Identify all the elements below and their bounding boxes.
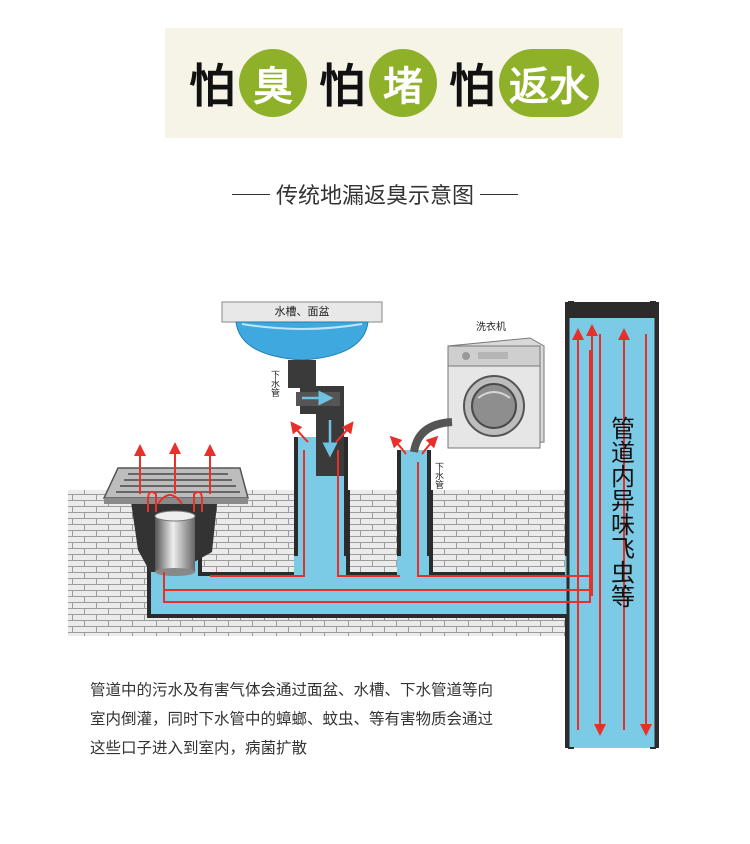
description-line: 管道中的污水及有害气体会通过面盆、水槽、下水管道等向 — [90, 681, 494, 699]
slogan-highlight-smell: 臭 — [239, 49, 307, 117]
slogan-highlight-clog: 堵 — [369, 49, 437, 117]
odor-arrows-washer-pipe — [389, 435, 439, 455]
description-line: 室内倒灌，同时下水管中的蟑螂、蚊虫、等有害物质会通过 — [90, 710, 494, 728]
slogan-prefix: 怕 — [319, 59, 365, 113]
main-riser-arrows — [572, 328, 652, 736]
diagram-subtitle: 传统地漏返臭示意图 — [0, 178, 750, 210]
drain-pipe-label-left: 下水管 — [270, 370, 280, 397]
slogan: 怕 臭 怕 堵 怕 返水 — [165, 28, 623, 138]
washing-machine — [447, 337, 545, 449]
subtitle-text: 传统地漏返臭示意图 — [275, 184, 474, 209]
description-line: 这些口子进入到室内，病菌扩散 — [90, 739, 308, 757]
washer-label: 洗衣机 — [476, 320, 506, 333]
sink-label: 水槽、面盆 — [275, 304, 330, 318]
sink — [221, 301, 383, 361]
odor-arrows-floor-drain — [134, 442, 216, 494]
drain-diagram: 水槽、面盆 洗衣机 下水管 下水管 管道内异味飞虫等 — [68, 301, 659, 749]
subtitle-rule-left — [231, 193, 270, 195]
slogan-item-backflow: 怕 返水 — [449, 49, 599, 117]
slogan-item-clog: 怕 堵 — [319, 49, 437, 117]
slogan-banner: 怕 臭 怕 堵 怕 返水 — [165, 28, 623, 138]
drain-pipe-label-right: 下水管 — [434, 462, 444, 489]
slogan-prefix: 怕 — [449, 59, 495, 113]
odor-path-lines — [163, 324, 598, 603]
slogan-highlight-backflow: 返水 — [499, 49, 599, 117]
description: 管道中的污水及有害气体会通过面盆、水槽、下水管道等向 室内倒灌，同时下水管中的蟑… — [90, 676, 560, 763]
drain-pipe-network — [147, 301, 659, 749]
odor-arrows-sink-pipe — [290, 421, 354, 443]
slogan-item-smell: 怕 臭 — [189, 49, 307, 117]
washer-hose — [410, 418, 453, 453]
subtitle-rule-right — [480, 193, 518, 195]
slogan-prefix: 怕 — [189, 59, 235, 113]
main-pipe-label: 管道内异味飞虫等 — [607, 416, 635, 608]
